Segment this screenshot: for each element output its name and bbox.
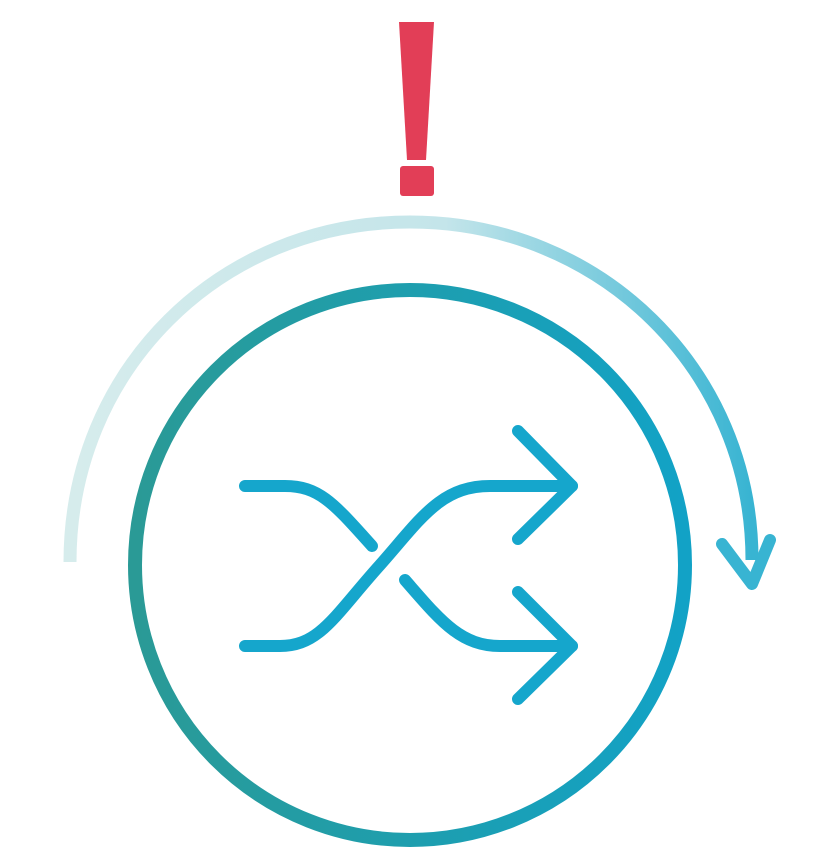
shuffle-arrowhead-top — [512, 425, 578, 545]
shuffle-line-cross — [239, 480, 578, 652]
rotate-arrow-icon — [63, 215, 776, 590]
shuffle-icon — [239, 425, 578, 705]
rotate-arc — [63, 215, 759, 563]
exclamation-bar — [399, 22, 434, 160]
shuffle-line-top — [239, 480, 378, 552]
shuffle-line-bottom — [399, 574, 578, 652]
rotate-arrowhead — [716, 534, 776, 590]
shuffle-arrowhead-bottom — [512, 586, 578, 705]
exclamation-dot — [400, 166, 434, 196]
exclamation-icon — [399, 22, 434, 196]
circle-ring — [128, 283, 692, 847]
